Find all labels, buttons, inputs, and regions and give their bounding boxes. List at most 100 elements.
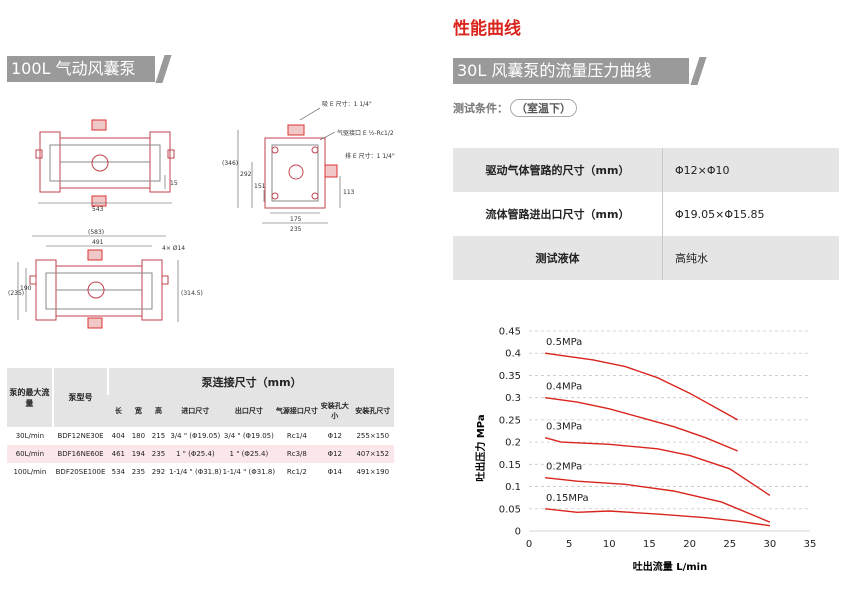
cell-height: 215 [148,427,169,445]
spec-value: Φ12×Φ10 [662,148,839,192]
cell-length: 534 [108,463,129,481]
side-label-outlet: 排 E 尺寸：1 1/4" [345,152,395,160]
cell-hole-size: Φ12 [318,427,352,445]
y-tick-label: 0.15 [499,460,521,471]
subheader-air: 气源接口尺寸 [275,395,319,427]
cell-air: Rc1/4 [275,427,319,445]
cell-hole-dim: 407×152 [351,445,394,463]
x-tick-label: 5 [566,539,572,550]
header-group: 泵连接尺寸（mm） [107,368,394,395]
cell-flow: 30L/min [7,427,53,445]
x-tick-label: 10 [603,539,616,550]
dim-side-346: (346) [222,160,238,167]
spec-key: 测试液体 [453,236,663,280]
spec-key: 流体管路进出口尺寸（mm） [485,208,630,221]
technical-drawings: 543 15 吸 E 尺寸：1 1/4" 气驱接口 E ½-Rc1/2 排 E … [8,100,395,329]
y-tick-label: 0.25 [499,415,521,426]
cell-model: BDF16NE60E [52,445,109,463]
cell-width: 180 [128,427,149,445]
cell-hole-dim: 491×190 [351,463,394,481]
test-condition-label: 测试条件： [453,102,508,115]
subheader-width: 宽 [128,395,149,427]
series-line-0.2MPa [545,477,771,523]
top-view-drawing [35,119,175,207]
cell-hole-size: Φ14 [318,463,352,481]
y-tick-label: 0.4 [505,349,521,360]
x-tick-label: 25 [723,539,736,550]
test-condition: 测试条件：（室温下） [453,99,577,117]
cell-model: BDF20SE100E [52,463,109,481]
cell-inlet: 1 " (Φ25.4) [168,445,223,463]
cell-outlet: 1 " (Φ25.4) [222,445,276,463]
table-row: 60L/min BDF16NE60E 461 194 235 1 " (Φ25.… [7,445,394,463]
dim-side-175: 175 [290,216,302,223]
spec-value: 高纯水 [662,236,839,280]
dim-front-491: 491 [92,239,104,246]
cell-outlet: 3/4 " (Φ19.05) [222,427,276,445]
cell-inlet: 1-1/4 " (Φ31.8) [168,463,223,481]
cell-length: 461 [108,445,129,463]
cell-model: BDF12NE30E [52,427,109,445]
dim-front-583: (583) [88,229,104,236]
x-tick-label: 35 [804,539,817,550]
y-axis-label: 吐出压力 MPa [474,414,487,481]
series-line-0.5MPa [545,352,739,421]
test-condition-value: （室温下） [510,99,577,117]
spec-row: 驱动气体管路的尺寸（mm） Φ12×Φ10 [453,148,839,192]
dim-front-holes: 4× Ø14 [162,245,185,252]
table-row: 30L/min BDF12NE30E 404 180 215 3/4 " (Φ1… [7,427,394,445]
dim-front-235: (235) [8,290,24,297]
spec-row: 流体管路进出口尺寸（mm） Φ19.05×Φ15.85 [453,192,839,236]
series-line-0.15MPa [545,508,770,527]
cell-width: 194 [128,445,149,463]
title-slash [155,55,172,83]
spec-row: 测试液体 高纯水 [453,236,839,280]
cell-height: 292 [148,463,169,481]
series-line-0.4MPa [545,397,738,452]
dim-side-292: 292 [240,171,252,178]
cell-width: 235 [128,463,149,481]
y-tick-label: 0.45 [499,327,521,338]
dim-top-width: 543 [92,206,104,213]
section-title: 100L 气动风囊泵 [11,59,136,78]
performance-title: 性能曲线 [453,19,521,39]
x-tick-label: 30 [763,539,776,550]
cell-length: 404 [108,427,129,445]
series-line-0.3MPa [544,437,771,496]
y-tick-label: 0.1 [505,482,521,493]
curve-section-title: 30L 风囊泵的流量压力曲线 [457,61,652,80]
side-view-drawing [264,124,338,209]
curve-title-slash [690,57,707,85]
pump-table: 泵的最大流量 泵型号 泵连接尺寸（mm） 长 宽 高 进口尺寸 出口尺寸 气源接… [7,368,394,481]
y-tick-label: 0.2 [505,438,521,449]
cell-air: Rc1/2 [275,463,319,481]
side-label-inlet: 吸 E 尺寸：1 1/4" [322,100,372,108]
x-tick-label: 15 [643,539,656,550]
cell-height: 235 [148,445,169,463]
subheader-height: 高 [148,395,169,427]
dim-side-113: 113 [343,189,355,196]
series-label: 0.4MPa [546,382,582,393]
spec-key: 驱动气体管路的尺寸（mm） [453,148,663,192]
y-tick-label: 0.35 [499,371,521,382]
table-subheader-row: 长 宽 高 进口尺寸 出口尺寸 气源接口尺寸 安装孔大小 安装孔尺寸 [7,395,394,427]
cell-outlet: 1-1/4 " (Φ31.8) [222,463,276,481]
cell-hole-size: Φ12 [318,445,352,463]
dim-top-height: 15 [170,180,178,187]
y-tick-label: 0.05 [499,504,521,515]
series-label: 0.15MPa [546,493,589,504]
table-header-row: 泵的最大流量 泵型号 泵连接尺寸（mm） [7,368,394,427]
spec-value: Φ19.05×Φ15.85 [662,192,839,236]
x-axis-label: 吐出流量 L/min [633,560,707,573]
subheader-hole-dim: 安装孔尺寸 [351,395,394,427]
subheader-hole-size: 安装孔大小 [318,395,352,427]
section-title-bar: 100L 气动风囊泵 [7,56,155,82]
cell-flow: 100L/min [7,463,53,481]
dim-side-235: 235 [290,226,302,233]
cell-inlet: 3/4 " (Φ19.05) [168,427,223,445]
side-label-air: 气驱接口 E ½-Rc1/2 [337,129,394,137]
table-row: 100L/min BDF20SE100E 534 235 292 1-1/4 "… [7,463,394,481]
series-label: 0.3MPa [546,422,582,433]
dim-front-314: (314.5) [181,290,203,297]
